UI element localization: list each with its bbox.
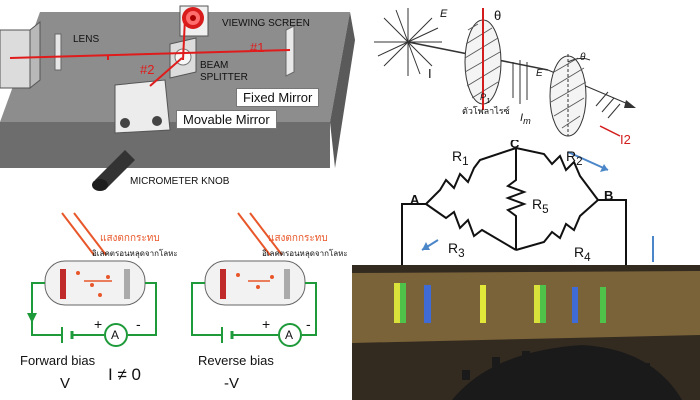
polarizer-panel: E θ E θ I P1 ตัวโพลาไรซ์ Im I2 [368, 0, 700, 150]
spectrum-photo [352, 265, 700, 400]
r4-label: R4 [574, 244, 591, 264]
spectral-line-yellow-1 [394, 283, 401, 323]
minus-left-label: - [136, 316, 141, 332]
light-right-label: แสงตกกระทบ [268, 233, 328, 244]
polarizer-thai-label: ตัวโพลาไรซ์ [462, 106, 510, 116]
ammeter-right-label: A [285, 328, 294, 342]
r3-label: R3 [448, 240, 465, 260]
spectral-line-yellow-2 [480, 285, 486, 323]
path-2-label: #2 [140, 62, 155, 77]
viewing-screen-label: VIEWING SCREEN [222, 18, 310, 29]
intensity-out-label: I2 [620, 132, 631, 147]
v-right-label: -V [224, 375, 239, 392]
interferometer-diagram [0, 5, 355, 191]
photocell-diagram [27, 212, 317, 347]
node-a-label: A [410, 192, 420, 207]
theta-top-label: θ [494, 8, 502, 23]
spectral-line-green-3 [600, 287, 606, 323]
forward-bias-label: Forward bias [20, 353, 96, 368]
micrometer-knob-label: MICROMETER KNOB [130, 176, 230, 187]
node-c-label: C [510, 140, 520, 151]
fixed-mirror-label: Fixed Mirror [236, 88, 320, 107]
spectral-line-blue-1 [424, 285, 431, 323]
p1-label: P1 [480, 92, 491, 105]
reverse-bias-label: Reverse bias [198, 353, 274, 368]
light-left-label: แสงตกกระทบ [100, 233, 160, 244]
photocell-panel: แสงตกกระทบ อิเลคตรอนหลุดจากโลหะ แสงตกกระ… [0, 205, 352, 400]
interferometer-panel: LENS VIEWING SCREEN BEAM SPLITTER #1 #2 … [0, 0, 362, 200]
r2-label: R2 [566, 148, 583, 168]
v-left-label: V [60, 375, 71, 392]
e-field-top-label: E [440, 8, 448, 20]
movable-mirror-label: Movable Mirror [176, 110, 277, 129]
spectrum-image [352, 265, 700, 400]
electron-right-label: อิเลคตรอนหลุดจากโลหะ [262, 249, 348, 258]
theta-right-label: θ [580, 52, 586, 63]
intensity-in-label: I [428, 66, 432, 81]
minus-right-label: - [306, 316, 311, 332]
plus-left-label: + [94, 316, 103, 332]
polarizer-diagram [374, 8, 636, 137]
bridge-panel: R1 R2 R3 R4 R5 A B C [368, 140, 700, 270]
plus-right-label: + [262, 316, 271, 332]
splitter-label: SPLITTER [200, 72, 248, 83]
spectral-line-green-2 [540, 285, 546, 323]
r1-label: R1 [452, 148, 469, 168]
ammeter-left-label: A [111, 328, 120, 342]
current-label: I ≠ 0 [108, 365, 141, 384]
electron-left-label: อิเลคตรอนหลุดจากโลหะ [92, 249, 178, 258]
beam-label: BEAM [200, 60, 229, 71]
node-b-label: B [604, 188, 614, 203]
r5-label: R5 [532, 196, 549, 216]
path-1-label: #1 [250, 40, 265, 55]
spectral-line-yellow-3 [534, 285, 540, 323]
i-m-label: Im [520, 112, 531, 127]
e-field-mid-label: E [536, 68, 543, 79]
lens-label: LENS [73, 34, 100, 45]
spectral-line-green-1 [400, 283, 406, 323]
bridge-diagram [401, 147, 654, 270]
spectral-line-blue-2 [572, 287, 578, 323]
